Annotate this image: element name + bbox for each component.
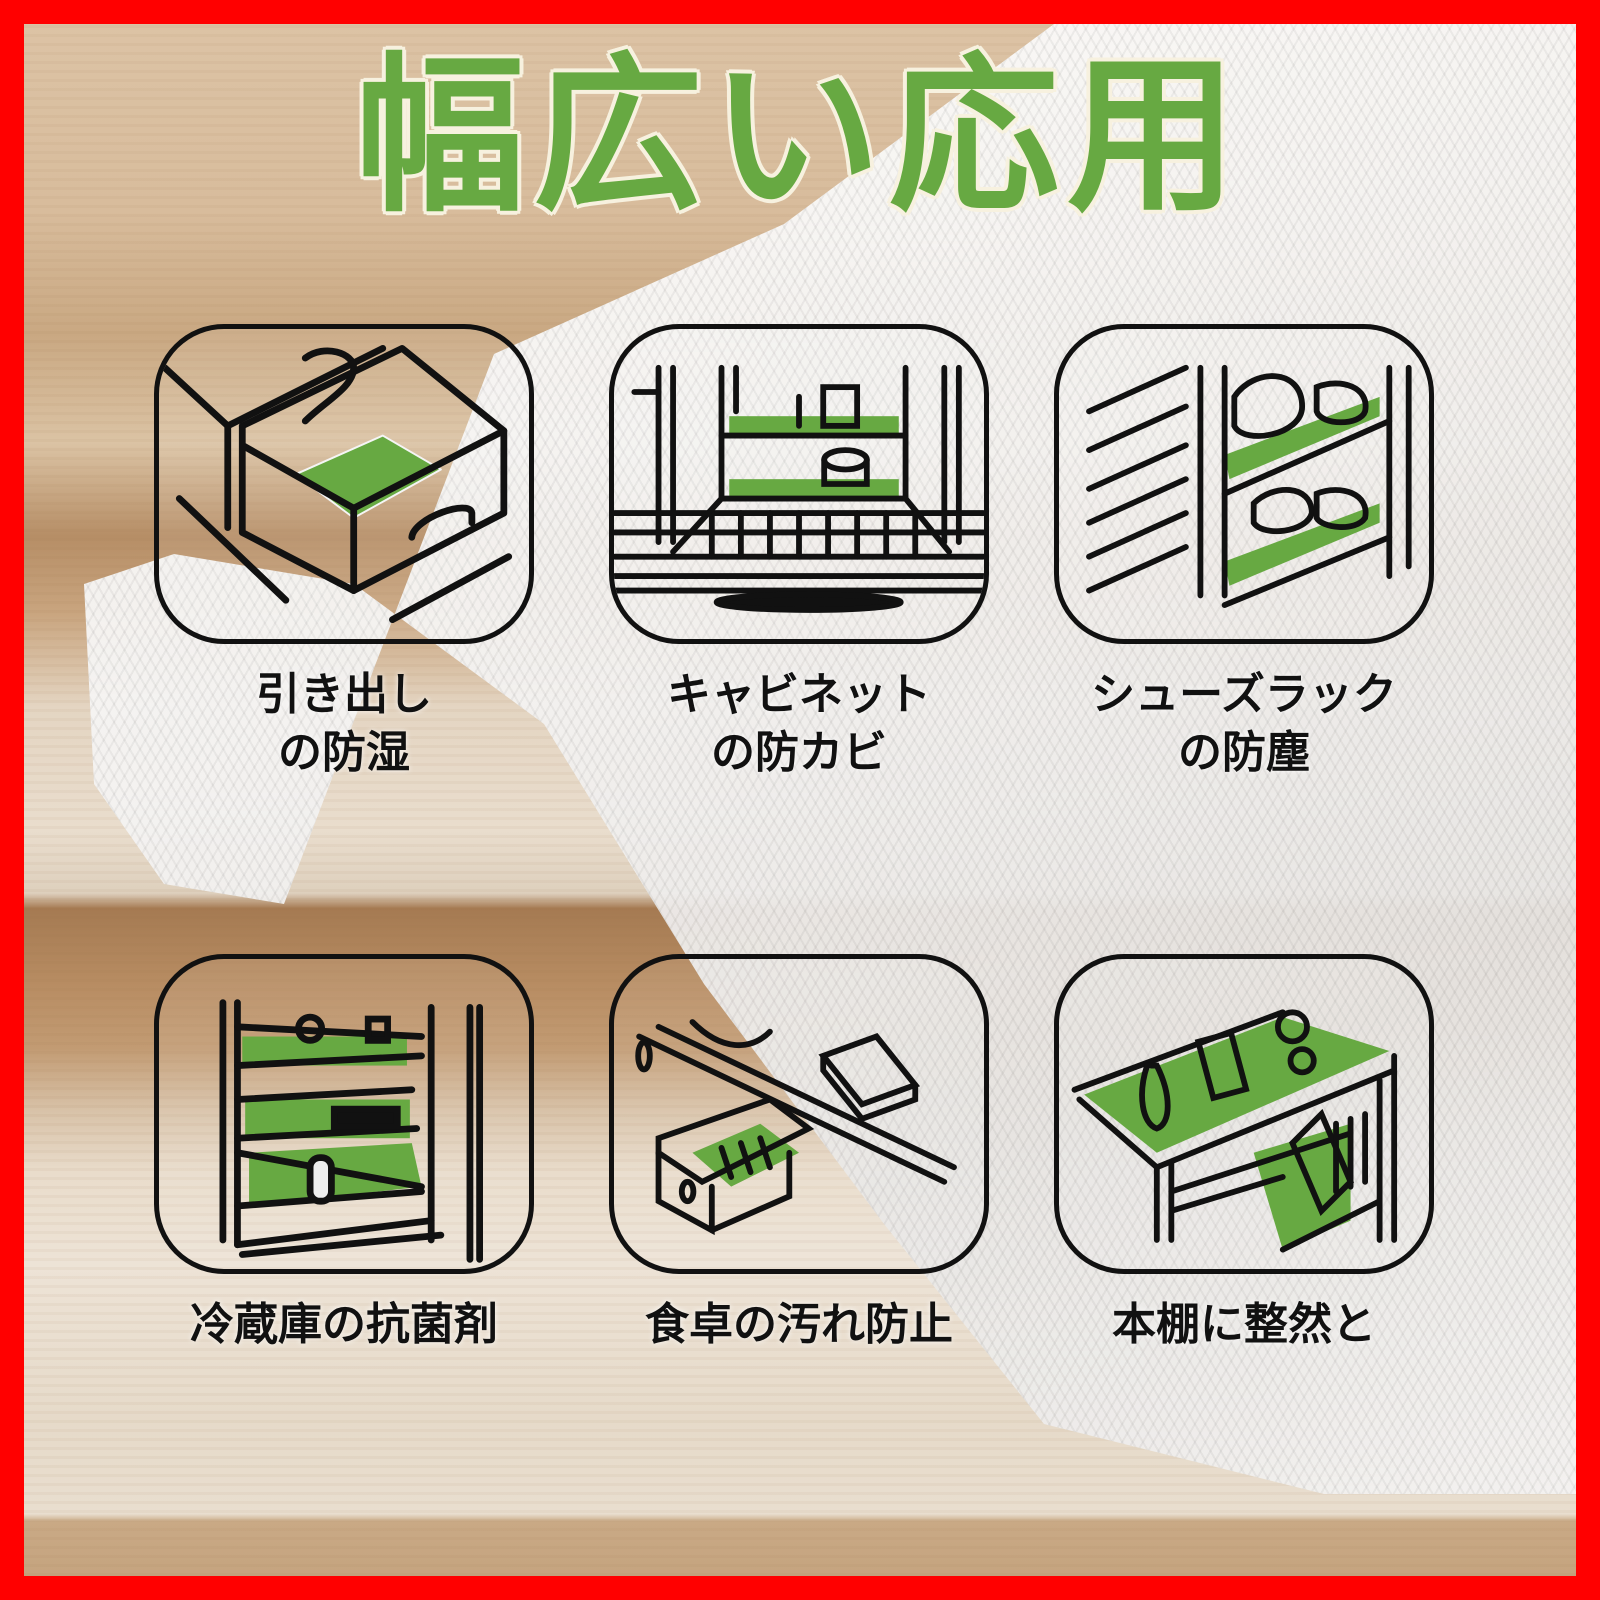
usage-card-drawer: 引き出し の防湿 [154, 324, 534, 782]
usage-card-shoe-rack: シューズラック の防塵 [1054, 324, 1434, 782]
page-title: 幅広い応用 [354, 38, 1245, 236]
usage-label: キャビネット の防カビ [667, 669, 931, 778]
bookshelf-icon [1054, 954, 1434, 1274]
usage-card-refrigerator: 冷蔵庫の抗菌剤 [154, 954, 534, 1354]
usage-label: 本棚に整然と [1112, 1299, 1376, 1350]
shoe-rack-icon [1054, 324, 1434, 644]
usage-card-bookshelf: 本棚に整然と [1054, 954, 1434, 1354]
usage-label: シューズラック の防塵 [1091, 669, 1397, 778]
usage-label: 冷蔵庫の抗菌剤 [190, 1299, 498, 1350]
usage-label: 引き出し の防湿 [256, 669, 432, 778]
cabinet-icon [609, 324, 989, 644]
drawer-icon [154, 324, 534, 644]
usage-card-cabinet: キャビネット の防カビ [609, 324, 989, 782]
usage-card-table: 食卓の汚れ防止 [609, 954, 989, 1354]
refrigerator-icon [154, 954, 534, 1274]
table-drawer-icon [609, 954, 989, 1274]
usage-grid: 引き出し の防湿 [24, 24, 1576, 1576]
background-canvas: 幅広い応用 引き出し の防湿 [24, 24, 1576, 1576]
usage-label: 食卓の汚れ防止 [645, 1299, 953, 1350]
